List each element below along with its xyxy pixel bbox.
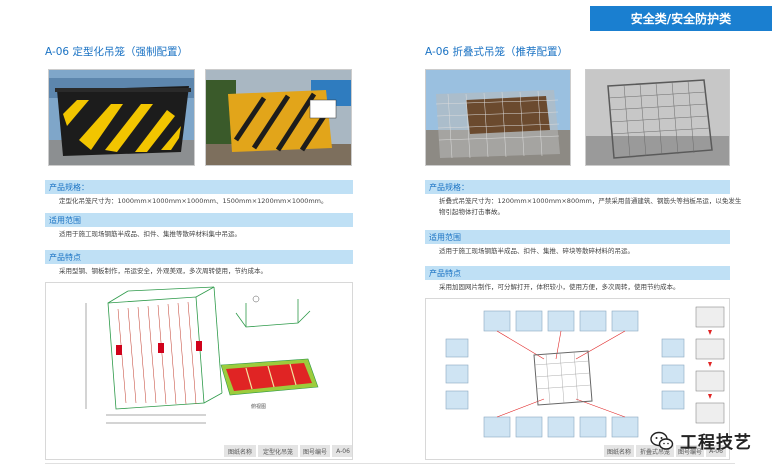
right-photo-1 (425, 69, 571, 166)
hazard-cage-photo-1 (49, 70, 194, 165)
left-caption-label-1: 图纸名称 (224, 445, 256, 457)
right-spec-text-1: 折叠式吊笼尺寸为：1200mm×1000mm×800mm，严禁采用普通建筑、钢筋… (439, 197, 742, 205)
right-scope-heading: 适用范围 (425, 230, 730, 244)
right-product-title: A-06 折叠式吊笼（推荐配置） (425, 46, 568, 58)
left-caption-value-1: 定型化吊笼 (258, 445, 298, 457)
right-caption-value-2: A-06 (706, 445, 726, 457)
right-photo-2 (585, 69, 730, 166)
right-features-text: 采用加固网片制作，可分解打开，体积较小，使用方便，多次周转，使用节约成本。 (439, 283, 680, 291)
left-features-text: 采用型钢、钢板制作，吊运安全，外观美观，多次周转使用，节约成本。 (59, 267, 267, 275)
left-technical-drawing: 俯视图 图纸名称 定型化吊笼 图号编号 A-06 (45, 282, 353, 460)
left-caption-label-2: 图号编号 (300, 445, 330, 457)
left-drawing-sub-label: 俯视图 (251, 403, 266, 410)
left-product-title: A-06 定型化吊笼（强制配置） (45, 46, 188, 58)
right-caption-label-1: 图纸名称 (604, 445, 634, 457)
right-spec-text-2: 物引起物体打击事故。 (439, 208, 504, 216)
left-scope-text: 适用于施工现场钢筋半成品、扣件、集推等散碎材料集中吊运。 (59, 230, 241, 238)
watermark: 工程技艺 (650, 428, 752, 453)
left-spec-heading: 产品规格： (45, 180, 353, 194)
left-photo-2 (205, 69, 352, 166)
category-banner: 安全类/安全防护类 (590, 6, 772, 31)
folding-cage-photo-2 (586, 70, 729, 165)
category-label: 安全类/安全防护类 (630, 12, 732, 26)
left-caption-row: 图纸名称 定型化吊笼 图号编号 A-06 (224, 445, 352, 457)
right-scope-text: 适用于施工现场钢筋半成品、扣件、集推、碎块等散碎材料的吊运。 (439, 247, 634, 255)
left-photo-1 (48, 69, 195, 166)
hazard-cage-photo-2 (206, 70, 351, 165)
right-features-heading: 产品特点 (425, 266, 730, 280)
left-caption-value-2: A-06 (332, 445, 352, 457)
wechat-icon (650, 431, 674, 450)
left-spec-text: 定型化吊笼尺寸为：1000mm×1000mm×1000mm、1500mm×120… (59, 197, 328, 205)
right-caption-label-2: 图号编号 (676, 445, 704, 457)
right-technical-drawing: 图纸名称 折叠式吊笼 图号编号 A-06 (425, 298, 730, 460)
bottom-divider (45, 463, 735, 464)
cage-blueprint: 俯视图 (85, 286, 319, 424)
left-scope-heading: 适用范围 (45, 213, 353, 227)
right-spec-heading: 产品规格： (425, 180, 730, 194)
watermark-text: 工程技艺 (680, 433, 752, 453)
folding-cage-photo-1 (426, 70, 570, 165)
folding-cage-diagram (445, 306, 725, 438)
left-features-heading: 产品特点 (45, 250, 353, 264)
